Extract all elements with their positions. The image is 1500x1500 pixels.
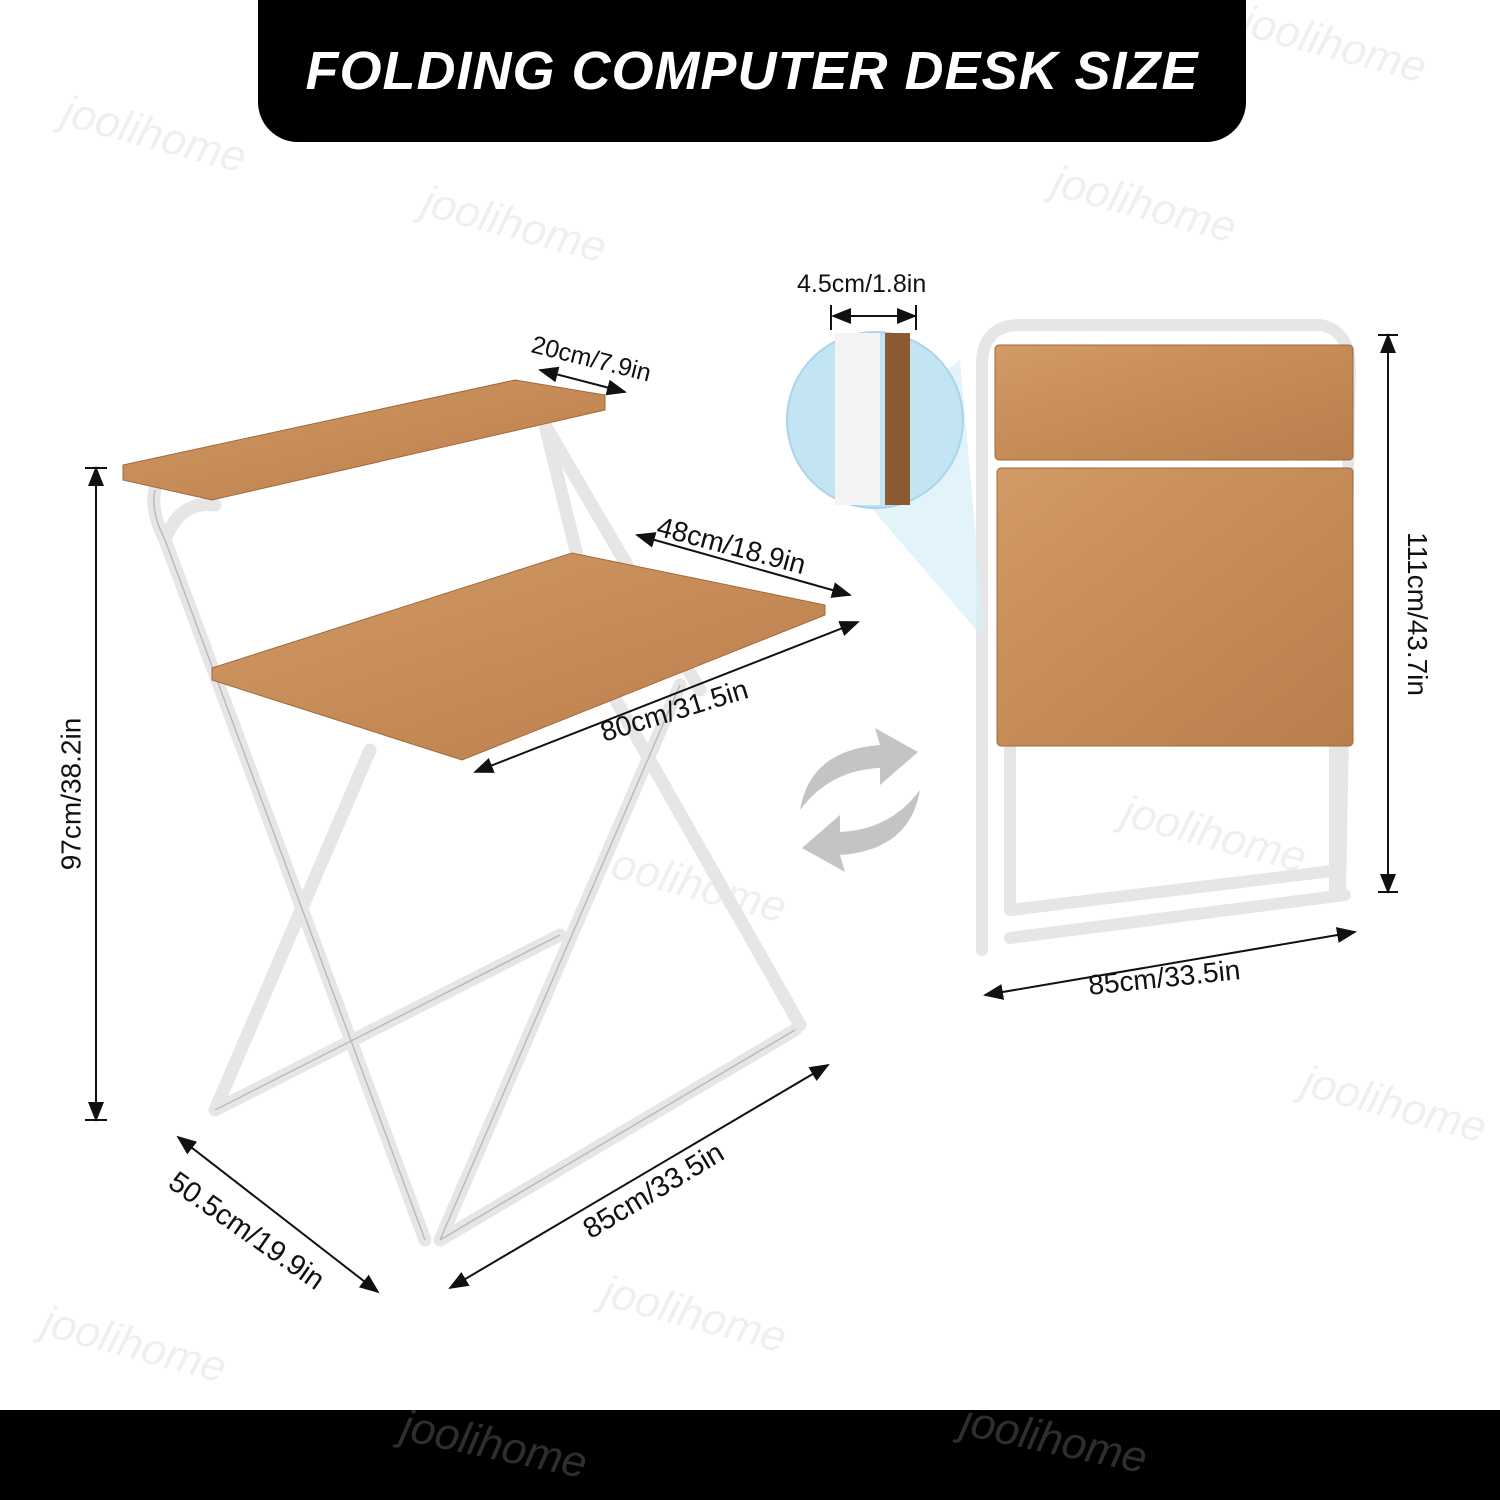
fold-arrows-icon — [800, 728, 920, 872]
top-shelf — [122, 379, 606, 501]
thickness-detail-circle — [786, 331, 985, 640]
desktop — [211, 552, 826, 761]
watermark: joolihome — [397, 1400, 592, 1489]
label-folded-thickness: 4.5cm/1.8in — [797, 270, 927, 298]
bottom-banner: joolihome joolihome — [0, 1396, 1500, 1500]
watermark: joolihome — [957, 1395, 1152, 1484]
label-height: 97cm/38.2in — [55, 717, 87, 871]
label-folded-height: 111cm/43.7in — [1401, 532, 1433, 696]
page-title: FOLDING COMPUTER DESK SIZE — [305, 41, 1199, 101]
folded-desktop — [996, 467, 1354, 747]
folded-shelf — [994, 344, 1354, 461]
title-banner: FOLDING COMPUTER DESK SIZE — [258, 0, 1246, 142]
